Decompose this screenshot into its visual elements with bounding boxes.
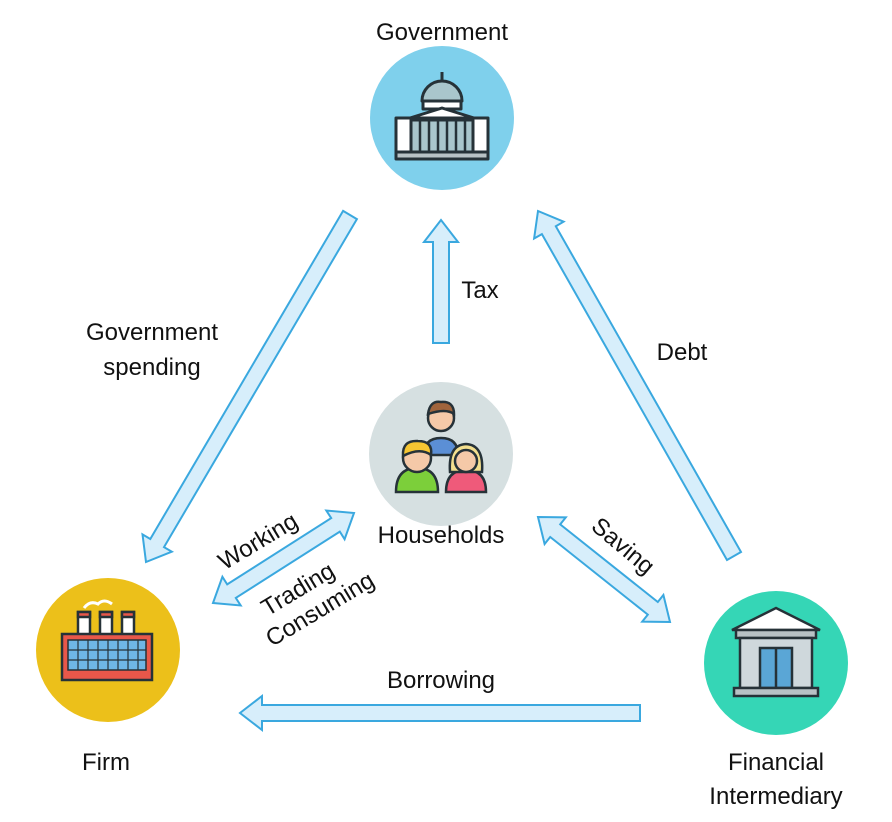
government-spending-label-line2: spending	[103, 354, 200, 381]
firm-node: Firm	[36, 578, 180, 776]
borrowing-label: Borrowing	[387, 667, 495, 694]
government-spending-arrow	[141, 209, 359, 564]
government-spending-label-line1: Government	[86, 319, 218, 346]
family-icon	[394, 400, 488, 494]
government-label: Government	[376, 19, 508, 46]
working-trading-arrow	[211, 509, 356, 607]
firm-label: Firm	[82, 749, 130, 776]
tax-arrow	[421, 218, 461, 344]
tax-label: Tax	[461, 277, 498, 304]
households-node: Households	[369, 382, 513, 549]
households-label: Households	[378, 522, 505, 549]
debt-arrow	[532, 209, 743, 562]
financial-intermediary-label-line1: Financial	[728, 749, 824, 776]
bank-icon	[731, 606, 821, 698]
saving-arrow	[536, 515, 672, 624]
debt-label: Debt	[657, 339, 708, 366]
financial-intermediary-label-line2: Intermediary	[709, 783, 842, 810]
government-node: Government	[370, 19, 514, 190]
borrowing-arrow	[238, 693, 641, 733]
financial-intermediary-node: Financial Intermediary	[704, 591, 848, 810]
factory-icon	[60, 599, 154, 682]
capitol-building-icon	[394, 72, 490, 161]
